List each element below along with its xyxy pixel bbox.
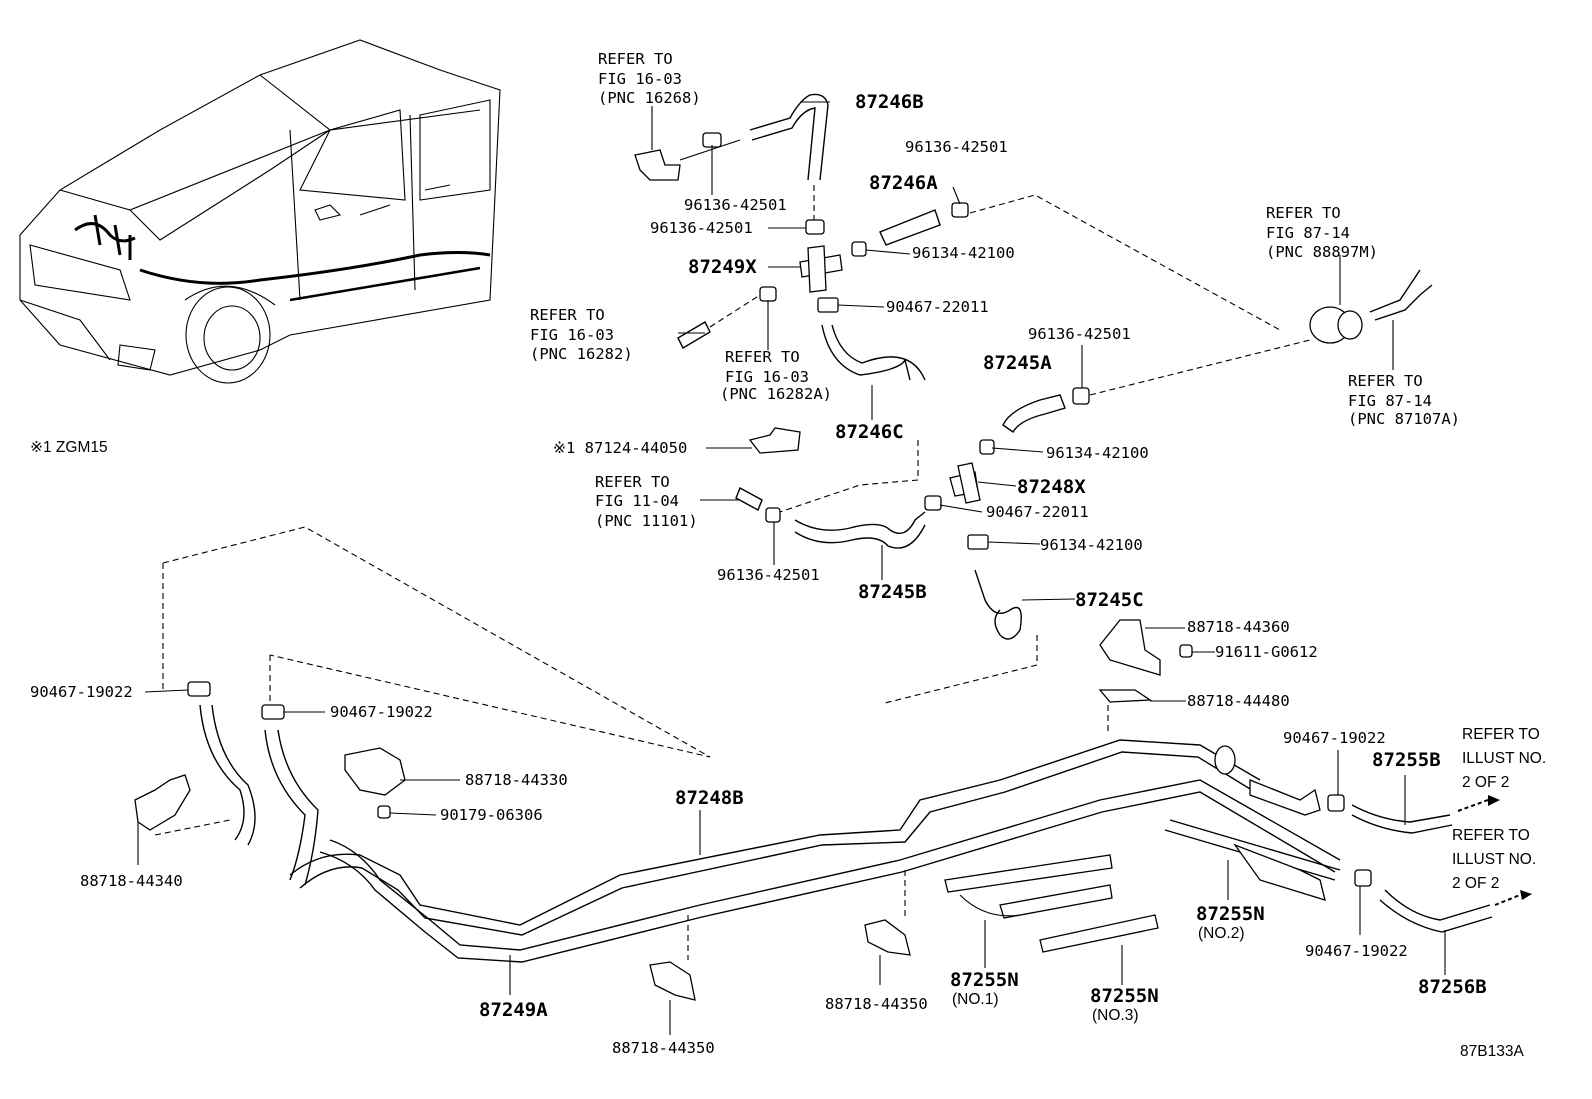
model-note: ※1 ZGM15 xyxy=(30,439,108,456)
lower-tube-group xyxy=(134,526,1532,1001)
label-96136-b: 96136-42501 xyxy=(650,219,753,237)
label-91611-G0612: 91611-G0612 xyxy=(1215,643,1318,661)
label-96134-b: 96134-42100 xyxy=(1046,444,1149,462)
label-87246C: 87246C xyxy=(835,421,904,443)
label-90467-19022-b: 90467-19022 xyxy=(330,703,433,721)
refer-fig-16-03-a-line1: REFER TO xyxy=(598,50,673,68)
refer-fig-87-14-a-line1: REFER TO xyxy=(1266,204,1341,222)
refer-illust-a-line3: 2 OF 2 xyxy=(1462,774,1509,791)
refer-fig-87-14-b-line3: (PNC 87107A) xyxy=(1348,410,1460,428)
label-87246A: 87246A xyxy=(869,172,938,194)
refer-fig-11-04-line1: REFER TO xyxy=(595,473,670,491)
refer-illust-b-line1: REFER TO xyxy=(1452,827,1530,844)
label-90179-06306: 90179-06306 xyxy=(440,806,543,824)
label-87249X: 87249X xyxy=(688,256,757,278)
label-96134-c: 96134-42100 xyxy=(1040,536,1143,554)
label-88718-44350-a: 88718-44350 xyxy=(612,1039,715,1057)
refer-fig-16-03-b-line2: FIG 16-03 xyxy=(530,326,614,344)
label-87248X: 87248X xyxy=(1017,476,1086,498)
refer-fig-16-03-b-line1: REFER TO xyxy=(530,306,605,324)
label-87255N-no1-sub: (NO.1) xyxy=(952,991,999,1008)
refer-fig-87-14-a-line3: (PNC 88897M) xyxy=(1266,243,1378,261)
label-87256B: 87256B xyxy=(1418,976,1487,998)
label-87245B: 87245B xyxy=(858,581,927,603)
label-88718-44330: 88718-44330 xyxy=(465,771,568,789)
label-90467-19022-c: 90467-19022 xyxy=(1283,729,1386,747)
label-90467-19022-d: 90467-19022 xyxy=(1305,942,1408,960)
label-87255B: 87255B xyxy=(1372,749,1441,771)
leader-lines xyxy=(137,101,1446,1035)
label-87255N-no2-sub: (NO.2) xyxy=(1198,925,1245,942)
refer-fig-11-04-line2: FIG 11-04 xyxy=(595,492,679,510)
label-87246B: 87246B xyxy=(855,91,924,113)
label-88718-44350-b: 88718-44350 xyxy=(825,995,928,1013)
label-87255N-no3-sub: (NO.3) xyxy=(1092,1007,1139,1024)
refer-fig-87-14-b-line2: FIG 87-14 xyxy=(1348,392,1432,410)
label-87255N-no2: 87255N xyxy=(1196,903,1265,925)
refer-illust-a-line2: ILLUST NO. xyxy=(1462,750,1546,767)
label-87245A: 87245A xyxy=(983,352,1052,374)
refer-fig-16-03-a-line2: FIG 16-03 xyxy=(598,70,682,88)
part-labels: REFER TO FIG 16-03 (PNC 16268) 87246B 96… xyxy=(30,50,1546,1060)
refer-fig-11-04-line3: (PNC 11101) xyxy=(595,512,698,530)
label-87245C: 87245C xyxy=(1075,589,1144,611)
label-87248B: 87248B xyxy=(675,787,744,809)
label-87124-44050: ※1 87124-44050 xyxy=(553,439,687,457)
label-88718-44340: 88718-44340 xyxy=(80,872,183,890)
label-96134-a: 96134-42100 xyxy=(912,244,1015,262)
refer-fig-87-14-b-line1: REFER TO xyxy=(1348,372,1423,390)
label-96136-a: 96136-42501 xyxy=(684,196,787,214)
label-96136-d: 96136-42501 xyxy=(717,566,820,584)
refer-illust-b-line2: ILLUST NO. xyxy=(1452,851,1536,868)
refer-fig-16-03-a-line3: (PNC 16268) xyxy=(598,89,701,107)
refer-illust-b-line3: 2 OF 2 xyxy=(1452,875,1499,892)
label-90467-22011-a: 90467-22011 xyxy=(886,298,989,316)
label-90467-19022-a: 90467-19022 xyxy=(30,683,133,701)
refer-fig-16-03-c-line1: REFER TO xyxy=(725,348,800,366)
label-96136-c: 96136-42501 xyxy=(1028,325,1131,343)
refer-fig-87-14-a-line2: FIG 87-14 xyxy=(1266,224,1350,242)
refer-illust-a-line1: REFER TO xyxy=(1462,726,1540,743)
label-88718-44480: 88718-44480 xyxy=(1187,692,1290,710)
vehicle-overview xyxy=(19,39,501,384)
label-87255N-no3: 87255N xyxy=(1090,985,1159,1007)
label-96136-top: 96136-42501 xyxy=(905,138,1008,156)
refer-fig-16-03-c-line3: (PNC 16282A) xyxy=(720,385,832,403)
label-88718-44360: 88718-44360 xyxy=(1187,618,1290,636)
label-87249A: 87249A xyxy=(479,999,548,1021)
refer-fig-16-03-b-line3: (PNC 16282) xyxy=(530,345,633,363)
label-90467-22011-b: 90467-22011 xyxy=(986,503,1089,521)
refer-fig-16-03-c-line2: FIG 16-03 xyxy=(725,368,809,386)
label-87255N-no1: 87255N xyxy=(950,969,1019,991)
drawing-code: 87B133A xyxy=(1460,1043,1524,1060)
upper-hose-group xyxy=(634,93,1433,640)
